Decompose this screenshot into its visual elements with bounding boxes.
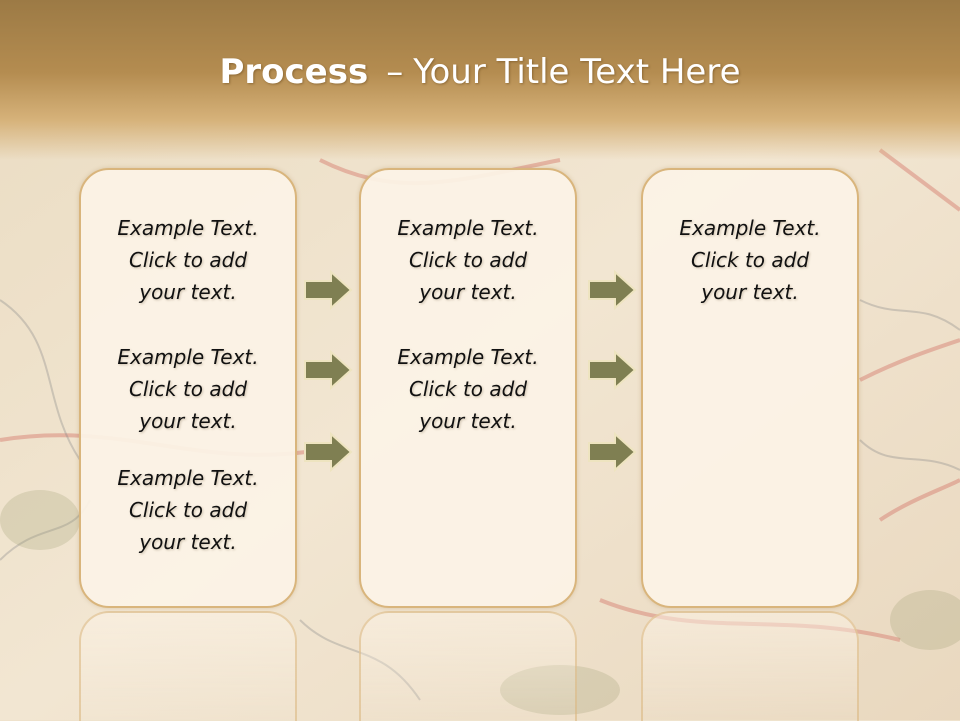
title-rest: Your Title Text Here: [413, 52, 741, 92]
text-placeholder[interactable]: Example Text. Click to add your text.: [81, 462, 295, 558]
title-bar: [0, 0, 960, 160]
text-line: your text.: [139, 409, 237, 433]
text-line: Example Text.: [117, 466, 259, 490]
text-line: your text.: [419, 409, 517, 433]
text-line: Example Text.: [397, 345, 539, 369]
process-box-2[interactable]: Example Text. Click to add your text. Ex…: [359, 168, 577, 608]
text-line: your text.: [139, 280, 237, 304]
text-line: Example Text.: [397, 216, 539, 240]
text-line: Example Text.: [679, 216, 821, 240]
right-arrow-icon[interactable]: [303, 432, 353, 472]
box-reflection: [79, 611, 297, 721]
box-reflection: [359, 611, 577, 721]
text-placeholder[interactable]: Example Text. Click to add your text.: [643, 212, 857, 308]
right-arrow-icon[interactable]: [303, 350, 353, 390]
right-arrow-icon[interactable]: [587, 350, 637, 390]
title-separator: –: [386, 52, 404, 92]
slide-title[interactable]: Process–Your Title Text Here: [0, 52, 960, 92]
right-arrow-icon[interactable]: [587, 270, 637, 310]
text-line: Example Text.: [117, 216, 259, 240]
text-line: Click to add: [408, 248, 528, 272]
process-box-3[interactable]: Example Text. Click to add your text.: [641, 168, 859, 608]
text-placeholder[interactable]: Example Text. Click to add your text.: [81, 212, 295, 308]
title-bold: Process: [219, 52, 369, 92]
process-box-1[interactable]: Example Text. Click to add your text. Ex…: [79, 168, 297, 608]
text-line: your text.: [139, 530, 237, 554]
text-line: Click to add: [408, 377, 528, 401]
text-line: your text.: [701, 280, 799, 304]
text-line: Click to add: [128, 498, 248, 522]
text-line: your text.: [419, 280, 517, 304]
right-arrow-icon[interactable]: [303, 270, 353, 310]
text-placeholder[interactable]: Example Text. Click to add your text.: [361, 212, 575, 308]
right-arrow-icon[interactable]: [587, 432, 637, 472]
text-line: Click to add: [128, 248, 248, 272]
box-reflection: [641, 611, 859, 721]
text-line: Click to add: [690, 248, 810, 272]
text-line: Click to add: [128, 377, 248, 401]
text-placeholder[interactable]: Example Text. Click to add your text.: [361, 341, 575, 437]
text-placeholder[interactable]: Example Text. Click to add your text.: [81, 341, 295, 437]
text-line: Example Text.: [117, 345, 259, 369]
